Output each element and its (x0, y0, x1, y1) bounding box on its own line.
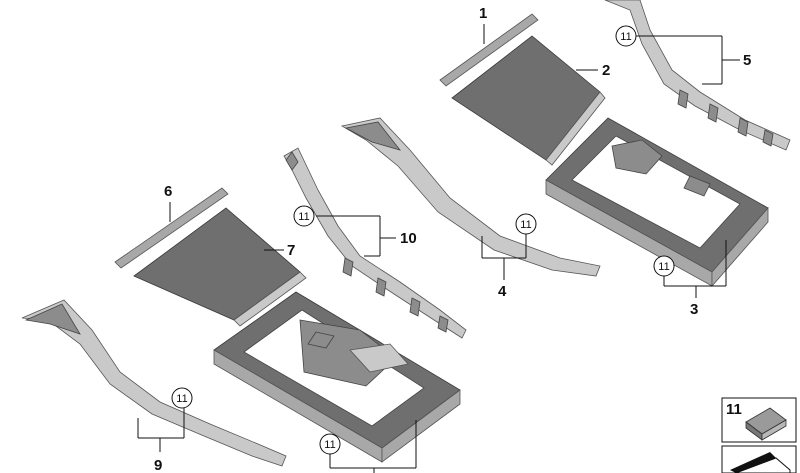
legend-number: 11 (726, 401, 742, 418)
part-7-cover-panel (133, 207, 307, 327)
svg-text:11: 11 (298, 211, 309, 223)
clip-legend: 11 (721, 397, 797, 473)
callout-9: 9 (154, 457, 162, 473)
svg-text:11: 11 (324, 439, 335, 451)
callout-4: 4 (498, 283, 507, 300)
part-5-trim-bracket (604, 0, 791, 151)
part-2-cover-panel (451, 35, 606, 166)
clip-callout-upper-right: 11 (615, 25, 637, 47)
callout-3: 3 (690, 301, 698, 318)
part-1-trim-strip (439, 13, 539, 87)
arrow-icon (730, 452, 791, 473)
svg-text:11: 11 (620, 31, 631, 43)
clip-icon (745, 407, 787, 441)
callout-10: 10 (400, 230, 417, 247)
clip-callout-bracket-middle: 11 (293, 205, 315, 227)
callout-5: 5 (743, 52, 751, 69)
svg-text:11: 11 (520, 219, 531, 231)
part-9-curved-trim (21, 299, 287, 467)
leader-lines (137, 24, 740, 473)
svg-text:11: 11 (176, 393, 187, 405)
clip-callout-trim-middle: 11 (515, 213, 537, 235)
part-4-curved-trim (340, 117, 601, 277)
callout-2: 2 (602, 62, 610, 79)
part-6-trim-strip (114, 187, 229, 269)
svg-text:11: 11 (658, 261, 669, 273)
callout-6: 6 (164, 183, 172, 200)
clip-callout-frame-lower: 11 (319, 433, 341, 455)
callout-1: 1 (479, 5, 487, 22)
part-10-trim-bracket (283, 147, 467, 339)
clip-callout-trim-left: 11 (171, 387, 193, 409)
part-lower-console-frame (213, 291, 461, 463)
clip-callout-frame-right: 11 (653, 255, 675, 277)
callout-7: 7 (287, 242, 295, 259)
